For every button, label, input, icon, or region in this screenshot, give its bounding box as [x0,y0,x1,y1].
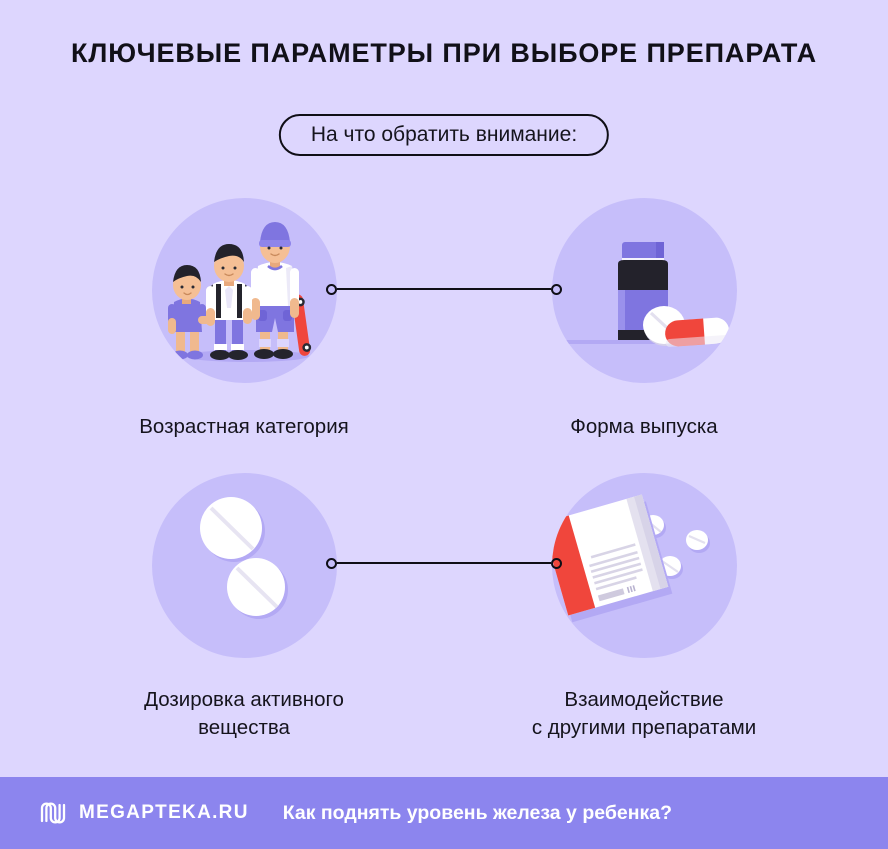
caption-age-category: Возрастная категория [139,415,349,438]
caption-line-1: Взаимодействие [564,688,724,711]
two-tablets-icon [199,497,288,619]
three-children-icon [167,222,311,362]
connector-top [326,282,562,296]
caption-dosage-form: Форма выпуска [570,415,718,438]
page-title: КЛЮЧЕВЫЕ ПАРАМЕТРЫ ПРИ ВЫБОРЕ ПРЕПАРАТА [71,38,817,68]
caption-drug-interaction: Взаимодействие с другими препаратами [464,686,824,742]
icon-circle-age-category [151,198,337,383]
connector-ring-right [551,557,562,569]
medicine-box-pills-icon [551,494,710,623]
caption-active-substance-dosage: Дозировка активного вещества [64,686,424,742]
medicine-bottle-pills-icon [551,242,737,347]
caption-line-2: вещества [198,716,290,739]
brand-name: MEGAPTEKA.RU [79,802,249,823]
connector-ring-left [326,557,337,569]
footer-article-link[interactable]: Как поднять уровень железа у ребенка? [282,801,673,824]
caption-line-2: с другими препаратами [531,716,757,739]
attention-chip: На что обратить внимание: [278,114,610,156]
item-drug-interaction: Взаимодействие с другими препаратами [464,473,824,742]
item-active-substance-dosage: Дозировка активного вещества [64,473,424,742]
connector-line [337,287,551,291]
connector-bottom [326,556,562,570]
item-age-category: Возрастная категория [64,198,424,441]
connector-line [337,561,551,565]
icon-circle-active-substance-dosage [151,473,337,658]
megapteka-m-logo [40,802,66,824]
icon-circle-drug-interaction [551,473,737,658]
caption-line-1: Дозировка активного [144,688,344,711]
icon-circle-dosage-form [551,198,737,383]
item-dosage-form: Форма выпуска [464,198,824,441]
connector-ring-left [326,283,337,295]
footer-bar: MEGAPTEKA.RU Как поднять уровень железа … [0,777,888,849]
connector-ring-right [551,283,562,295]
